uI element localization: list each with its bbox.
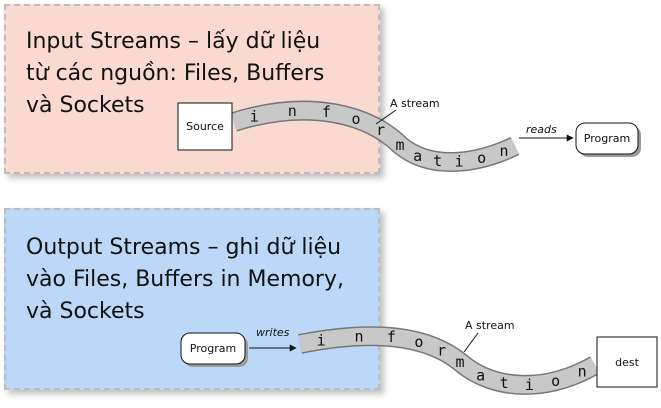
input-stream-letter: r bbox=[376, 121, 385, 139]
output-stream-letter: i bbox=[525, 376, 534, 394]
output-stream-letter: o bbox=[414, 333, 423, 351]
input-stream-letter: t bbox=[433, 152, 442, 170]
reads-label: reads bbox=[526, 123, 557, 136]
output-stream-letter: r bbox=[437, 341, 446, 359]
output-stream-letter: n bbox=[354, 328, 363, 346]
output-streams-description: Output Streams – ghi dữ liệu vào Files, … bbox=[26, 235, 344, 324]
output-stream-letter: a bbox=[476, 366, 485, 384]
input-stream-letter: a bbox=[413, 147, 422, 165]
input-stream-letter: n bbox=[499, 142, 508, 160]
input-stream-letter: i bbox=[250, 108, 259, 126]
output-program-box bbox=[180, 332, 246, 365]
dest-label: dest bbox=[615, 356, 639, 369]
output-stream-letter: f bbox=[387, 328, 396, 346]
input-stream-label: A stream bbox=[390, 97, 440, 110]
input-streams-panel: Input Streams – lấy dữ liệu từ các nguồn… bbox=[4, 4, 380, 174]
input-stream-pointer bbox=[375, 109, 397, 125]
output-stream-pointer bbox=[463, 332, 479, 353]
output-stream-letter: o bbox=[551, 372, 560, 390]
output-stream-label: A stream bbox=[465, 319, 515, 332]
input-stream-letter: o bbox=[477, 149, 486, 167]
input-stream-letter: i bbox=[455, 153, 464, 171]
dest-box bbox=[596, 336, 658, 388]
input-program-box bbox=[575, 122, 639, 155]
input-streams-description: Input Streams – lấy dữ liệu từ các nguồn… bbox=[26, 29, 325, 118]
input-stream-letter: o bbox=[351, 110, 360, 128]
source-label: Source bbox=[186, 120, 224, 133]
writes-label: writes bbox=[256, 326, 290, 339]
output-stream-letter: i bbox=[317, 331, 326, 349]
output-stream-letter: n bbox=[578, 363, 587, 381]
input-program-label: Program bbox=[584, 132, 630, 145]
output-stream-letter: m bbox=[455, 353, 464, 371]
output-program-label: Program bbox=[190, 342, 236, 355]
input-stream-letter: f bbox=[322, 103, 331, 121]
input-stream-letter: m bbox=[395, 136, 404, 154]
input-stream-letter: n bbox=[288, 102, 297, 120]
output-stream-letter: t bbox=[500, 374, 509, 392]
source-box bbox=[177, 102, 233, 151]
